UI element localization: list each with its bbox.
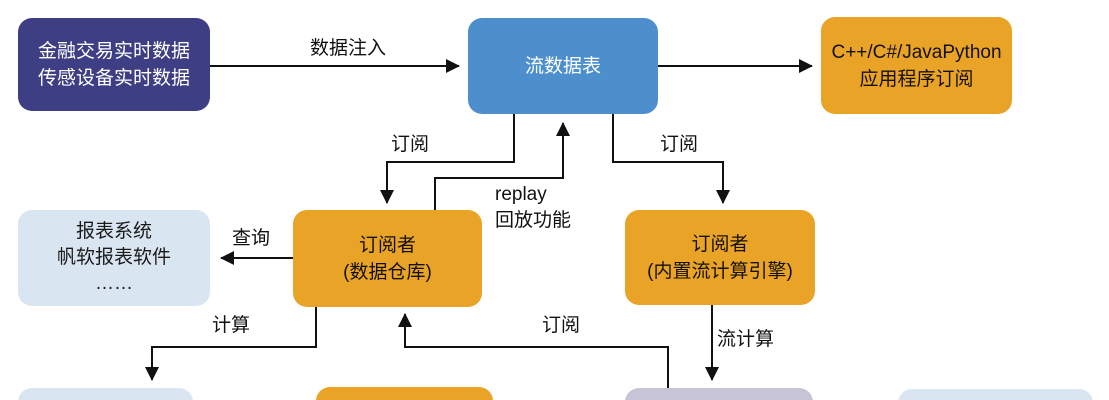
label-compute: 计算 [212,315,251,336]
node-line: (数据仓库) [343,261,432,283]
label-query: 查询 [232,228,271,249]
node-bottom-right [898,389,1093,400]
node-bottom-left [18,388,193,400]
label-replay: replay 回放功能 [495,182,571,234]
label-subscribe-left: 订阅 [391,134,430,155]
node-line: …… [95,273,133,294]
label-stream-compute: 流计算 [717,329,775,350]
label-subscribe-bottom: 订阅 [542,315,581,336]
node-line: C++/C#/JavaPython [831,41,1002,63]
label-replay-line1: replay [495,184,547,205]
node-line: 报表系统 [75,221,152,242]
node-stream-table: 流数据表 [468,18,658,114]
node-line: 传感设备实时数据 [37,67,190,89]
node-line: 金融交易实时数据 [37,40,190,62]
node-line: 订阅者 [358,234,416,256]
edge-subscribe-bottom [398,313,669,388]
edge-subscribe-right [612,114,730,204]
node-bottom-lavender [625,388,813,400]
node-app-subscribers: C++/C#/JavaPython 应用程序订阅 [821,17,1012,114]
node-line: 应用程序订阅 [859,68,974,90]
node-subscriber-warehouse: 订阅者 (数据仓库) [293,210,482,307]
node-line: 流数据表 [524,55,601,77]
node-bottom-center-orange [316,387,493,400]
label-subscribe-right: 订阅 [660,134,699,155]
node-line: (内置流计算引擎) [647,260,793,282]
node-subscriber-stream-engine: 订阅者 (内置流计算引擎) [625,210,815,305]
node-realtime-data-source: 金融交易实时数据 传感设备实时数据 [18,18,210,111]
label-replay-line2: 回放功能 [495,210,572,231]
node-line: 订阅者 [691,233,749,255]
node-report-system: 报表系统 帆软报表软件 …… [18,210,210,306]
node-line: 帆软报表软件 [56,247,171,268]
label-data-inject: 数据注入 [309,38,386,59]
